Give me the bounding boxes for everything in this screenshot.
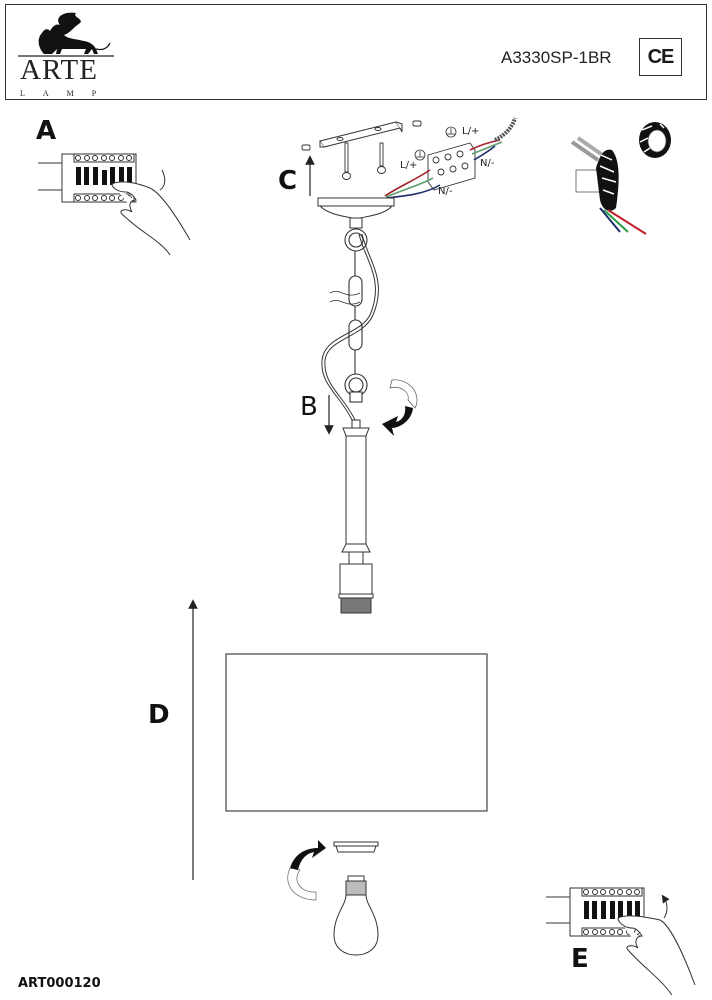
model-number: A3330SP-1BR xyxy=(501,48,612,67)
earth-symbols xyxy=(414,126,457,161)
breaker-terminals-bottom xyxy=(73,193,135,203)
light-bulb-icon xyxy=(333,875,379,956)
ce-mark: CE xyxy=(639,38,682,76)
pendant-stem xyxy=(338,419,374,614)
mounting-bracket xyxy=(319,121,403,148)
label-neutral-right: N/- xyxy=(480,158,495,169)
brand-subtitle: LAMP xyxy=(20,89,115,98)
label-live-left: L/+ xyxy=(400,160,418,171)
step-label-e: E xyxy=(571,944,589,974)
wires xyxy=(384,117,517,199)
chain xyxy=(329,228,368,403)
step-label-c: C xyxy=(278,166,298,196)
up-arrow-icon xyxy=(661,894,670,919)
terminal-block xyxy=(427,142,476,191)
breaker-panel-a xyxy=(38,153,137,203)
step-label-b: B xyxy=(300,392,318,422)
insulating-tape-icon xyxy=(570,122,671,235)
rotate-arrow-icon xyxy=(382,379,418,436)
hand-icon xyxy=(617,915,696,996)
screws xyxy=(301,120,422,180)
shade-ring xyxy=(333,841,379,853)
step-label-a: A xyxy=(36,116,57,146)
breaker-switches xyxy=(76,167,132,185)
ceiling-canopy xyxy=(317,197,395,229)
label-neutral-bottom: N/- xyxy=(438,186,453,197)
brand-name: ARTE xyxy=(20,54,98,86)
document-code: ART000120 xyxy=(18,976,101,991)
hand-icon xyxy=(111,169,191,256)
label-live-top: L/+ xyxy=(462,126,480,137)
winged-lion-logo-icon xyxy=(18,12,114,57)
power-cable xyxy=(321,233,379,421)
step-label-d: D xyxy=(148,700,170,730)
header-box: ARTE LAMP A3330SP-1BR CE xyxy=(5,4,707,100)
lampshade xyxy=(225,653,488,812)
rotate-arrow-icon xyxy=(287,840,326,901)
breaker-terminals-top xyxy=(73,153,135,163)
